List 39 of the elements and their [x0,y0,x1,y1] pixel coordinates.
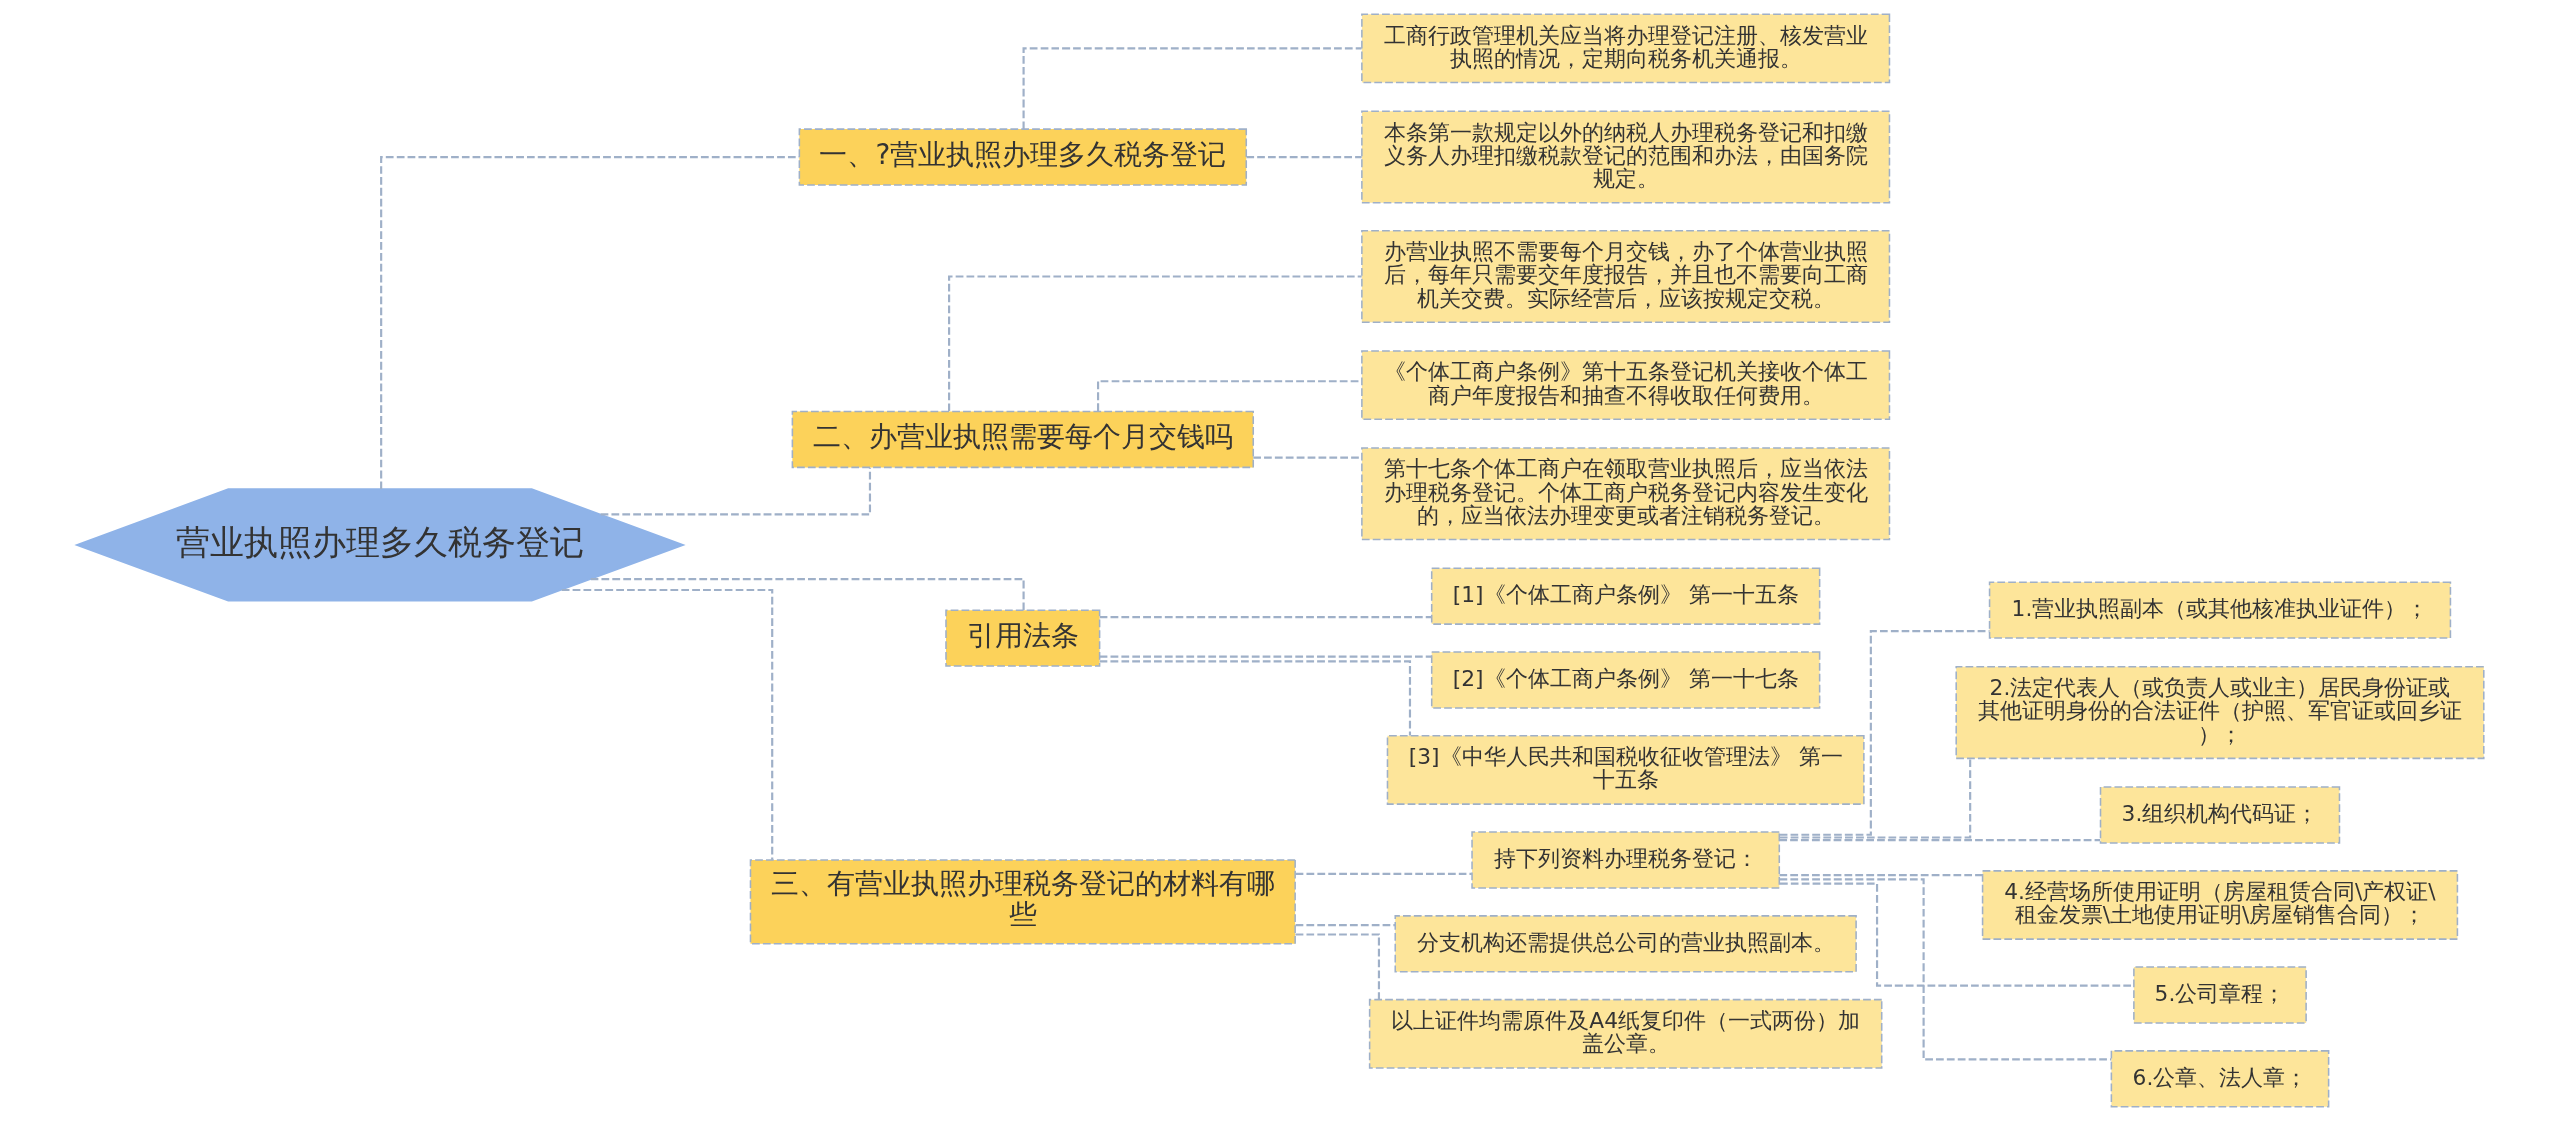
connector [1779,758,1972,839]
node-box: 以上证件均需原件及A4纸复印件（一式两份）加盖公章。 [1368,998,1883,1069]
node-box: 3.组织机构代码证； [2099,786,2341,844]
node-box: 持下列资料办理税务登记： [1471,831,1781,889]
node-box: 1.营业执照副本（或其他核准执业证件）； [1988,581,2452,639]
node-box: [3]《中华人民共和国税收征收管理法》 第一十五条 [1386,735,1865,805]
node-box: 工商行政管理机关应当将办理登记注册、核发营业执照的情况，定期向税务机关通报。 [1361,13,1891,84]
node-box: 6.公章、法人章； [2110,1050,2330,1108]
node-box: 5.公司章程； [2133,966,2307,1024]
connector [600,467,872,516]
node-box: 办营业执照不需要每个月交钱，办了个体营业执照后，每年只需要交年度报告，并且也不需要向工商机关交费。实际经营后，应该按规定交税。 [1361,229,1891,324]
node-box: 《个体工商户条例》第十五条登记机关接收个体工商户年度报告和抽查不得收取任何费用。 [1361,350,1891,421]
node-box: 分支机构还需提供总公司的营业执照副本。 [1394,915,1857,973]
node-box: 一、?营业执照办理多久税务登记 [798,128,1248,186]
connector [1246,155,1362,159]
connector [1779,882,2134,987]
node-box: 2.法定代表人（或负责人或业主）居民身份证或其他证明身份的合法证件（护照、军官证或回乡证）； [1955,666,2485,760]
node-box: 本条第一款规定以外的纳税人办理税务登记和扣缴义务人办理扣缴税款登记的范围和办法，由国务院规定。 [1361,110,1891,204]
node-box: 引用法条 [945,609,1101,667]
connector [1779,839,2101,842]
connector [1099,616,1432,619]
connector [561,588,774,860]
connector [1022,47,1362,130]
connector [1779,878,2112,1061]
node-box: 第十七条个体工商户在领取营业执照后，应当依法办理税务登记。个体工商户税务登记内容发生变化的，应当依法办理变更或者注销税务登记。 [1361,447,1891,541]
connector [948,275,1362,412]
connector [1295,933,1381,1000]
connector [1099,660,1412,736]
node-box: 二、办营业执照需要每个月交钱吗 [791,410,1255,469]
connector [1779,630,1990,836]
node-box: [2]《个体工商户条例》 第一十七条 [1430,651,1821,709]
node-box: 三、有营业执照办理税务登记的材料有哪些 [749,859,1296,945]
connector [1779,874,1983,877]
connector [1295,924,1395,927]
connector [1253,456,1362,459]
connector [1295,872,1472,876]
node-box: [1]《个体工商户条例》 第一十五条 [1430,567,1821,625]
connector [1099,655,1432,658]
node-box: 4.经营场所使用证明（房屋租赁合同\产权证\租金发票\土地使用证明\房屋销售合同）； [1981,870,2459,940]
